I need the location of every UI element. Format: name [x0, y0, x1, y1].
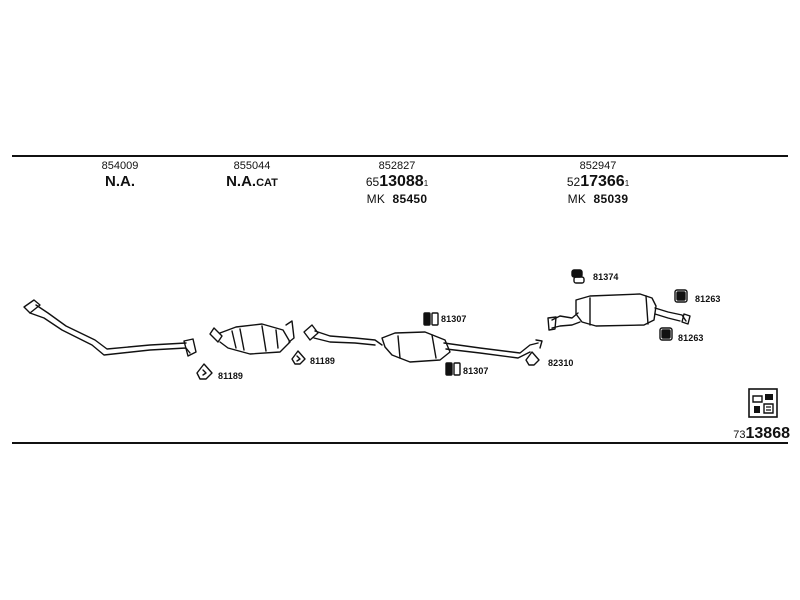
part-column-catalyst: 855044 N.A.CAT — [167, 160, 337, 192]
bottom-rule — [12, 442, 788, 444]
gasket-label: 81189 — [218, 371, 244, 381]
middle-silencer-icon — [303, 324, 543, 363]
part-name: N.A.CAT — [226, 173, 278, 190]
part-number: 65130881 — [365, 173, 429, 190]
exhaust-pipe-icon — [23, 299, 197, 357]
rear-silencer-icon — [547, 293, 691, 331]
diagram-reference-number: 7313868 — [733, 425, 790, 442]
hanger-label: 81263 — [695, 294, 721, 304]
part-name: N.A. — [105, 173, 135, 190]
part-code: 855044 — [233, 160, 271, 172]
top-rule — [12, 155, 788, 157]
mount-kit: MK 85039 — [567, 192, 629, 206]
catalog-icon — [748, 388, 778, 418]
part-column-middle-silencer: 852827 65130881 MK 85450 — [312, 160, 482, 207]
part-code: 852827 — [378, 160, 416, 172]
hanger-label: 81307 — [463, 366, 489, 376]
gasket-label: 81189 — [310, 356, 336, 366]
part-number: 52173661 — [566, 173, 630, 190]
mount-kit: MK 85450 — [366, 192, 428, 206]
hanger-label: 81374 — [593, 272, 619, 282]
part-code: 854009 — [101, 160, 139, 172]
part-column-rear-silencer: 852947 52173661 MK 85039 — [513, 160, 683, 207]
hanger-label: 81307 — [441, 314, 467, 324]
gasket-icon — [196, 350, 540, 380]
rubber-hanger-icon — [423, 269, 688, 376]
part-column-front-pipe: 854009 N.A. — [35, 160, 205, 191]
part-code: 852947 — [579, 160, 617, 172]
hanger-label: 81263 — [678, 333, 704, 343]
clamp-label: 82310 — [548, 358, 574, 368]
catalytic-converter-icon — [209, 320, 295, 355]
